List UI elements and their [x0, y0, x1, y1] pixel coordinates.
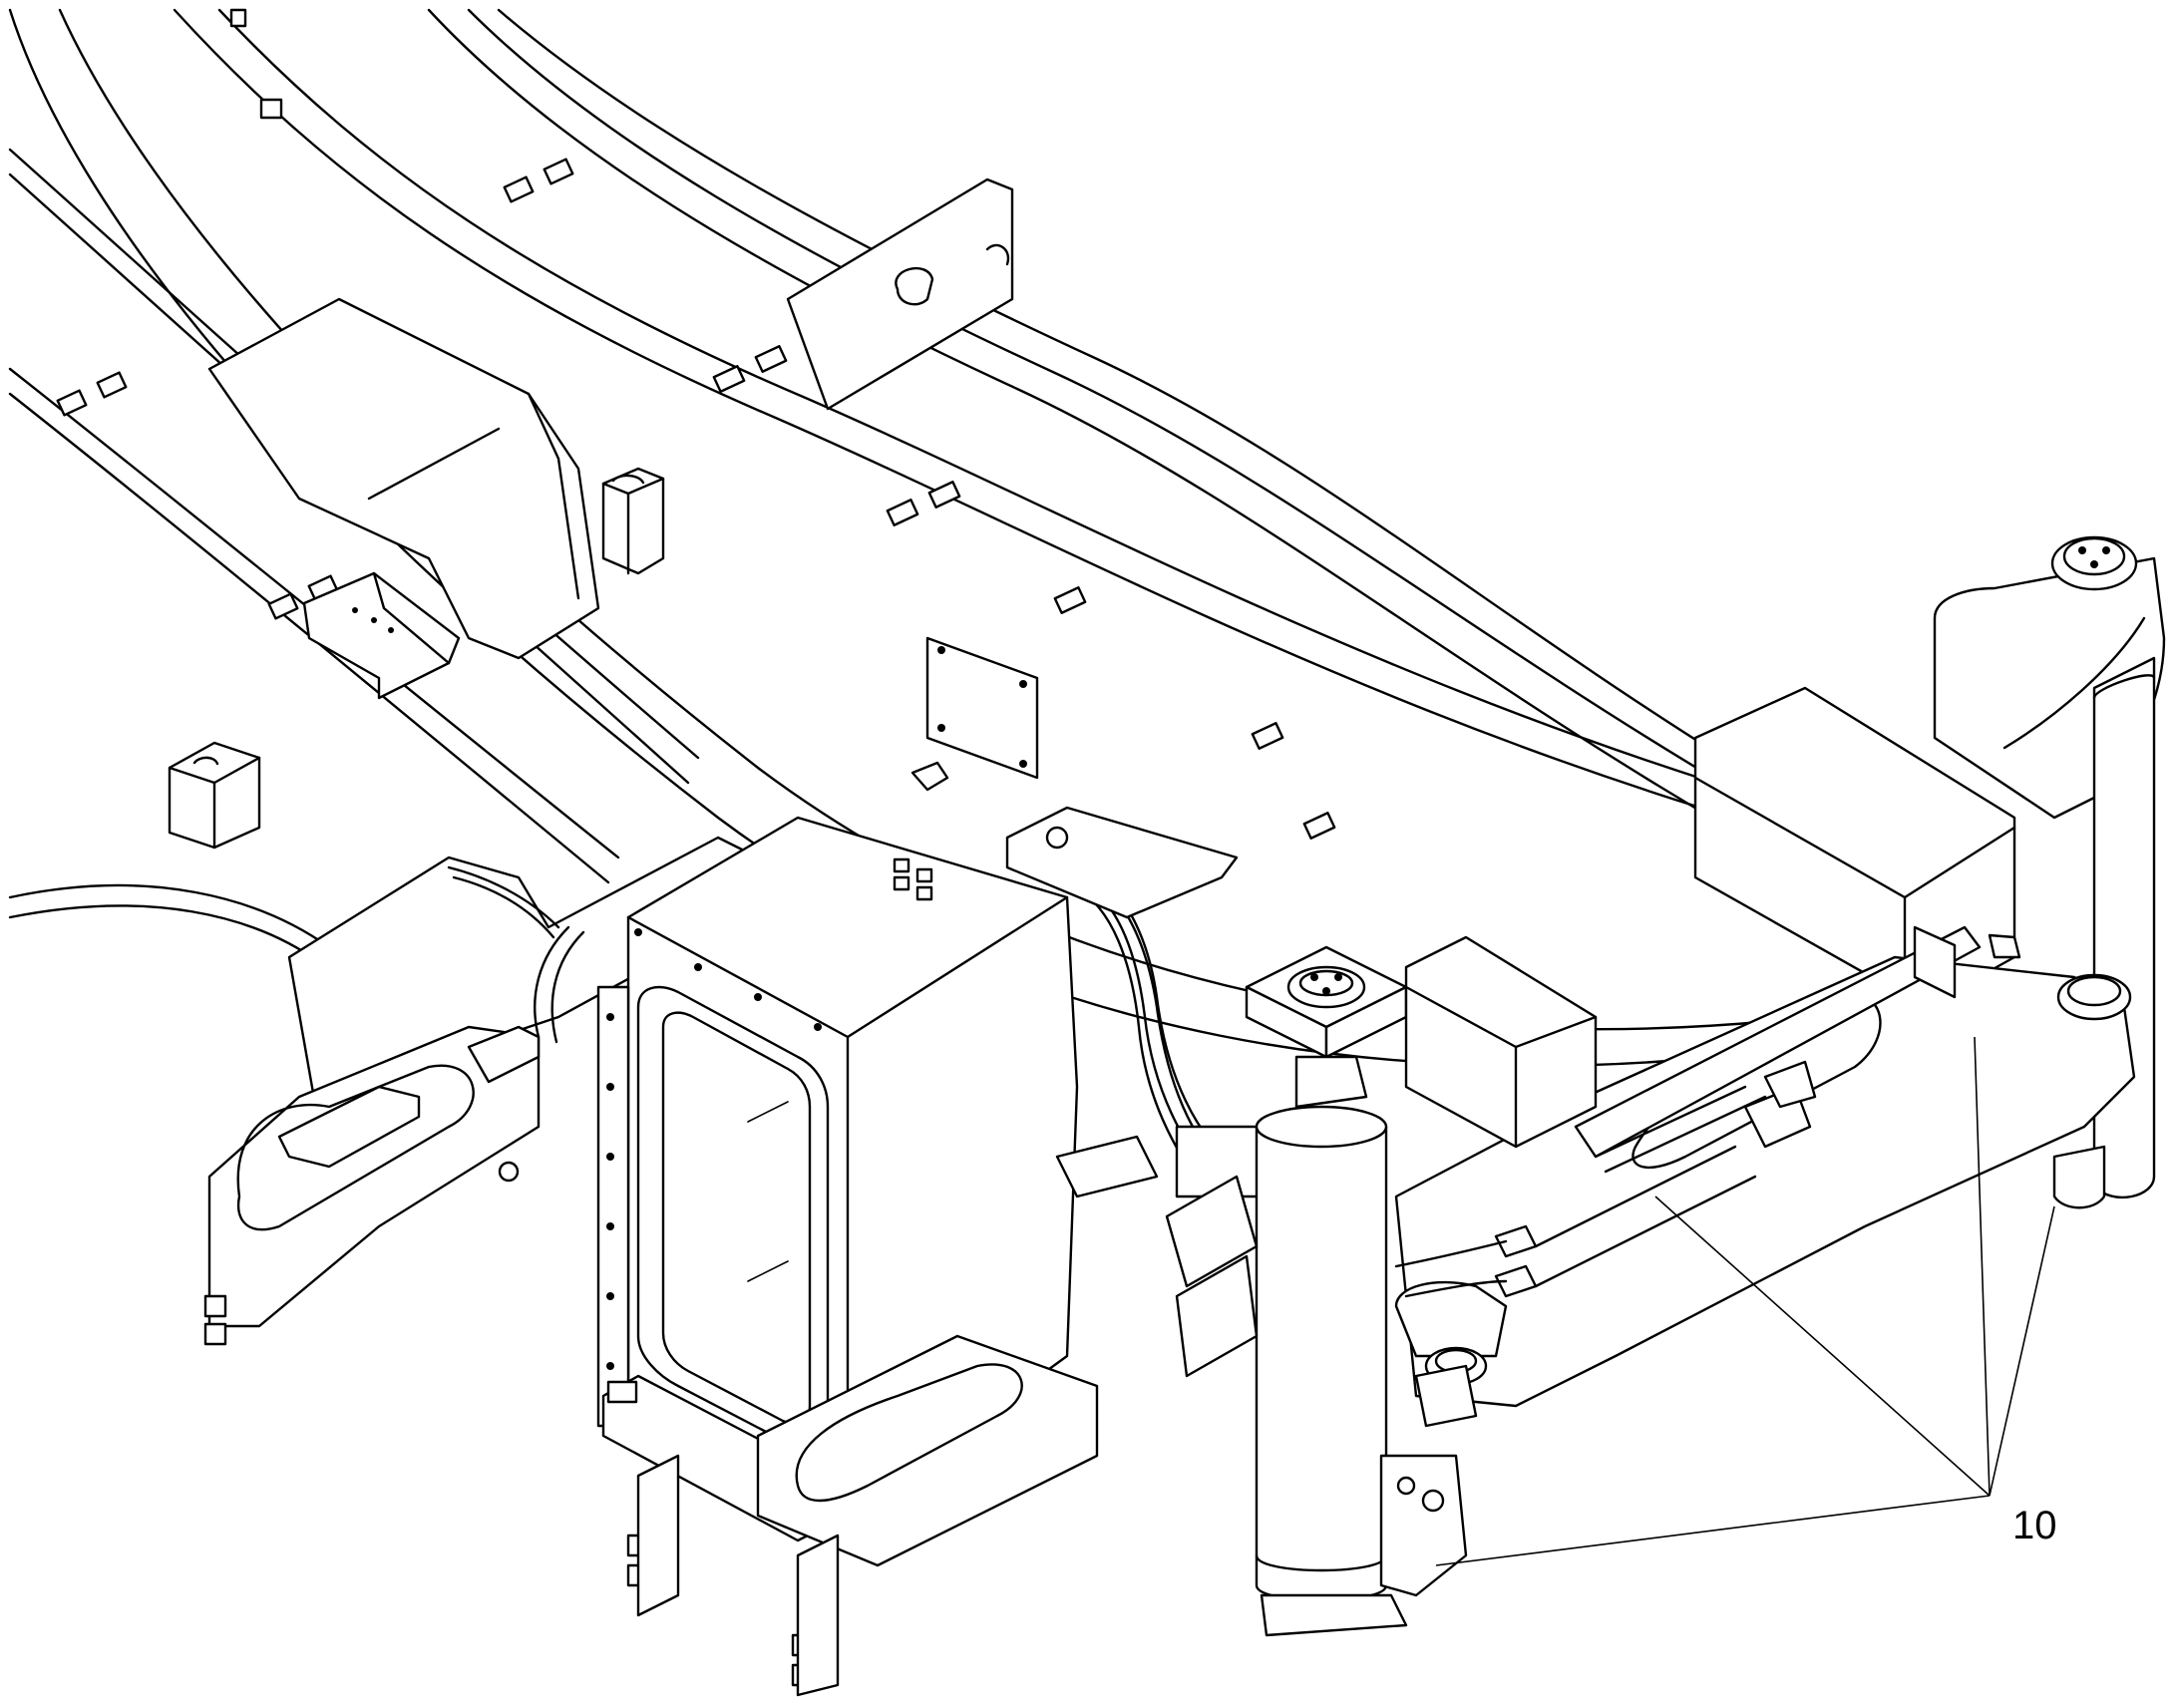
leader-line-2 — [1975, 1037, 1990, 1496]
leader-line-4 — [1436, 1496, 1990, 1565]
suspension-column — [1167, 937, 1596, 1635]
central-frame-box — [170, 299, 663, 848]
brake-rigging — [1396, 927, 2019, 1296]
leader-line-3 — [1990, 1206, 2054, 1496]
callout-label-10: 10 — [2012, 1504, 2057, 1547]
lower-chassis — [628, 1137, 1157, 1695]
hose-bracket — [304, 573, 459, 698]
mounting-plate — [912, 638, 1237, 917]
curved-frame-rails — [10, 10, 2004, 1066]
leader-line-1 — [1655, 1196, 1990, 1496]
callout-10-leaders — [1436, 1037, 2054, 1565]
upper-cross-member — [788, 179, 1012, 409]
